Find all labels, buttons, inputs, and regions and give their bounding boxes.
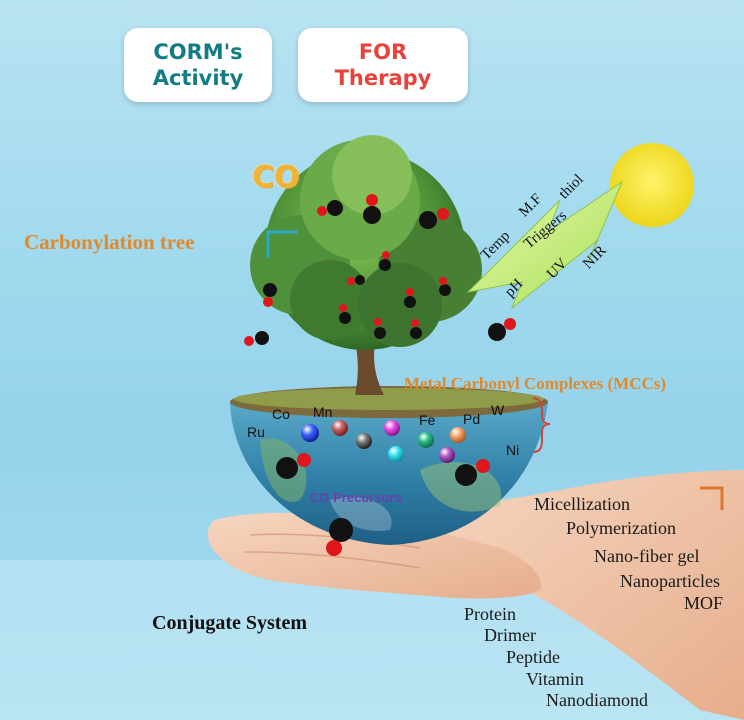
metal-spheres [301, 420, 466, 463]
co-molecule-icon [276, 453, 311, 479]
method-polymerization: Polymerization [566, 518, 676, 538]
corm-activity-line1: CORM's [153, 40, 243, 64]
metal-sphere-icon [332, 420, 348, 436]
co-molecule-icon [410, 319, 422, 339]
carrier-protein: Protein [464, 604, 516, 624]
metal-fe-label: Fe [419, 412, 436, 428]
corm-activity-line2: Activity [152, 66, 244, 90]
metal-sphere-icon [356, 433, 372, 449]
carbonylation-tree-label: Carbonylation tree [24, 230, 195, 254]
co-molecule-icon [419, 208, 449, 229]
co-molecule-icon [404, 288, 416, 308]
co-precursors-label: CO Precursors [310, 490, 402, 505]
orange-corner-mark [700, 486, 724, 510]
metal-pd-label: Pd [463, 411, 481, 427]
metal-sphere-icon [388, 446, 404, 462]
for-therapy-card: FOR Therapy [298, 28, 468, 102]
co-molecule-icon [326, 518, 353, 556]
method-micellization: Micellization [534, 494, 630, 514]
co-molecule-icon [363, 194, 381, 224]
carrier-vitamin: Vitamin [526, 669, 584, 689]
metal-sphere-icon [450, 427, 466, 443]
carrier-peptide: Peptide [506, 647, 560, 667]
metal-ni-label: Ni [506, 442, 520, 458]
mcc-label: Metal Carbonyl Complexes (MCCs) [404, 374, 667, 393]
for-therapy-line2: Therapy [334, 66, 432, 90]
metal-co-label: Co [272, 406, 290, 422]
co-molecule-icon [263, 283, 277, 307]
metal-w-label: W [491, 402, 505, 418]
co-molecules [244, 194, 516, 556]
metal-sphere-icon [301, 424, 319, 442]
metal-sphere-icon [384, 420, 400, 436]
metal-sphere-icon [439, 447, 455, 463]
metal-sphere-icon [418, 432, 434, 448]
lightning-icon [466, 180, 624, 310]
method-mof: MOF [684, 593, 724, 613]
co-molecule-icon [379, 251, 391, 271]
tree-pointer-bracket [266, 230, 298, 258]
carrier-nanodiamond: Nanodiamond [546, 690, 648, 710]
co-label: CO [252, 160, 300, 195]
co-molecule-icon [374, 318, 386, 339]
carrier-drimer: Drimer [484, 625, 536, 645]
method-nanoparticles: Nanoparticles [620, 571, 720, 591]
co-molecule-icon [455, 459, 490, 486]
metal-ru-label: Ru [247, 424, 265, 440]
for-therapy-line1: FOR [358, 40, 408, 64]
co-molecule-icon [347, 275, 365, 285]
method-nanofiber-gel: Nano-fiber gel [594, 546, 700, 566]
co-molecule-icon [339, 304, 351, 324]
sun-icon [610, 143, 694, 227]
co-molecule-icon [244, 331, 269, 346]
co-molecule-icon [317, 200, 343, 216]
conjugate-system-label: Conjugate System [152, 612, 307, 634]
co-molecule-icon [488, 318, 516, 341]
co-molecule-icon [439, 277, 451, 296]
metal-mn-label: Mn [313, 404, 333, 420]
corm-activity-card: CORM's Activity [124, 28, 272, 102]
metals-brace [532, 397, 551, 453]
hand-icon [207, 470, 744, 720]
